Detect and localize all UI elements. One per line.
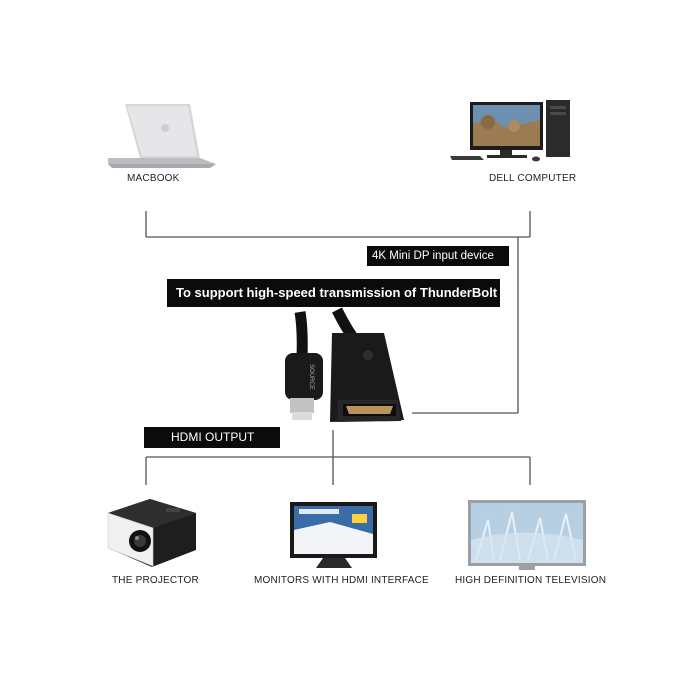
top-bracket-lines	[145, 211, 531, 414]
macbook-label: MACBOOK	[127, 173, 180, 184]
adapter-image: SOURCE	[285, 307, 404, 422]
monitor-label: MONITORS WITH HDMI INTERFACE	[254, 575, 429, 586]
monitor-icon	[290, 502, 377, 568]
dell-computer-icon	[450, 100, 570, 162]
television-icon	[468, 500, 586, 570]
projector-label: THE PROJECTOR	[112, 575, 199, 586]
bottom-bracket-lines	[145, 430, 531, 485]
male-plug-text: SOURCE	[308, 364, 314, 390]
macbook-icon	[108, 104, 216, 168]
projector-icon	[107, 499, 196, 567]
input-device-banner: 4K Mini DP input device	[367, 246, 509, 266]
hdmi-output-banner: HDMI OUTPUT	[144, 427, 280, 448]
dell-computer-label: DELL COMPUTER	[489, 173, 577, 184]
thunderbolt-banner: To support high-speed transmission of Th…	[167, 279, 500, 307]
television-label: HIGH DEFINITION TELEVISION	[455, 575, 607, 586]
